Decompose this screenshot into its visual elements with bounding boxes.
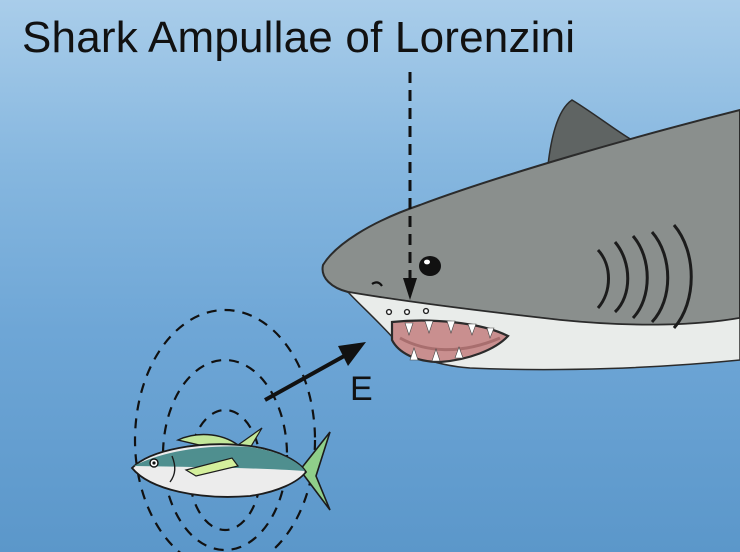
shark-body (323, 110, 740, 325)
field-label-e: E (350, 370, 373, 409)
shark-eye (419, 256, 441, 276)
fish (132, 428, 330, 510)
diagram-title: Shark Ampullae of Lorenzini (22, 12, 575, 64)
shark (323, 100, 740, 370)
electric-field-lines (135, 310, 315, 552)
